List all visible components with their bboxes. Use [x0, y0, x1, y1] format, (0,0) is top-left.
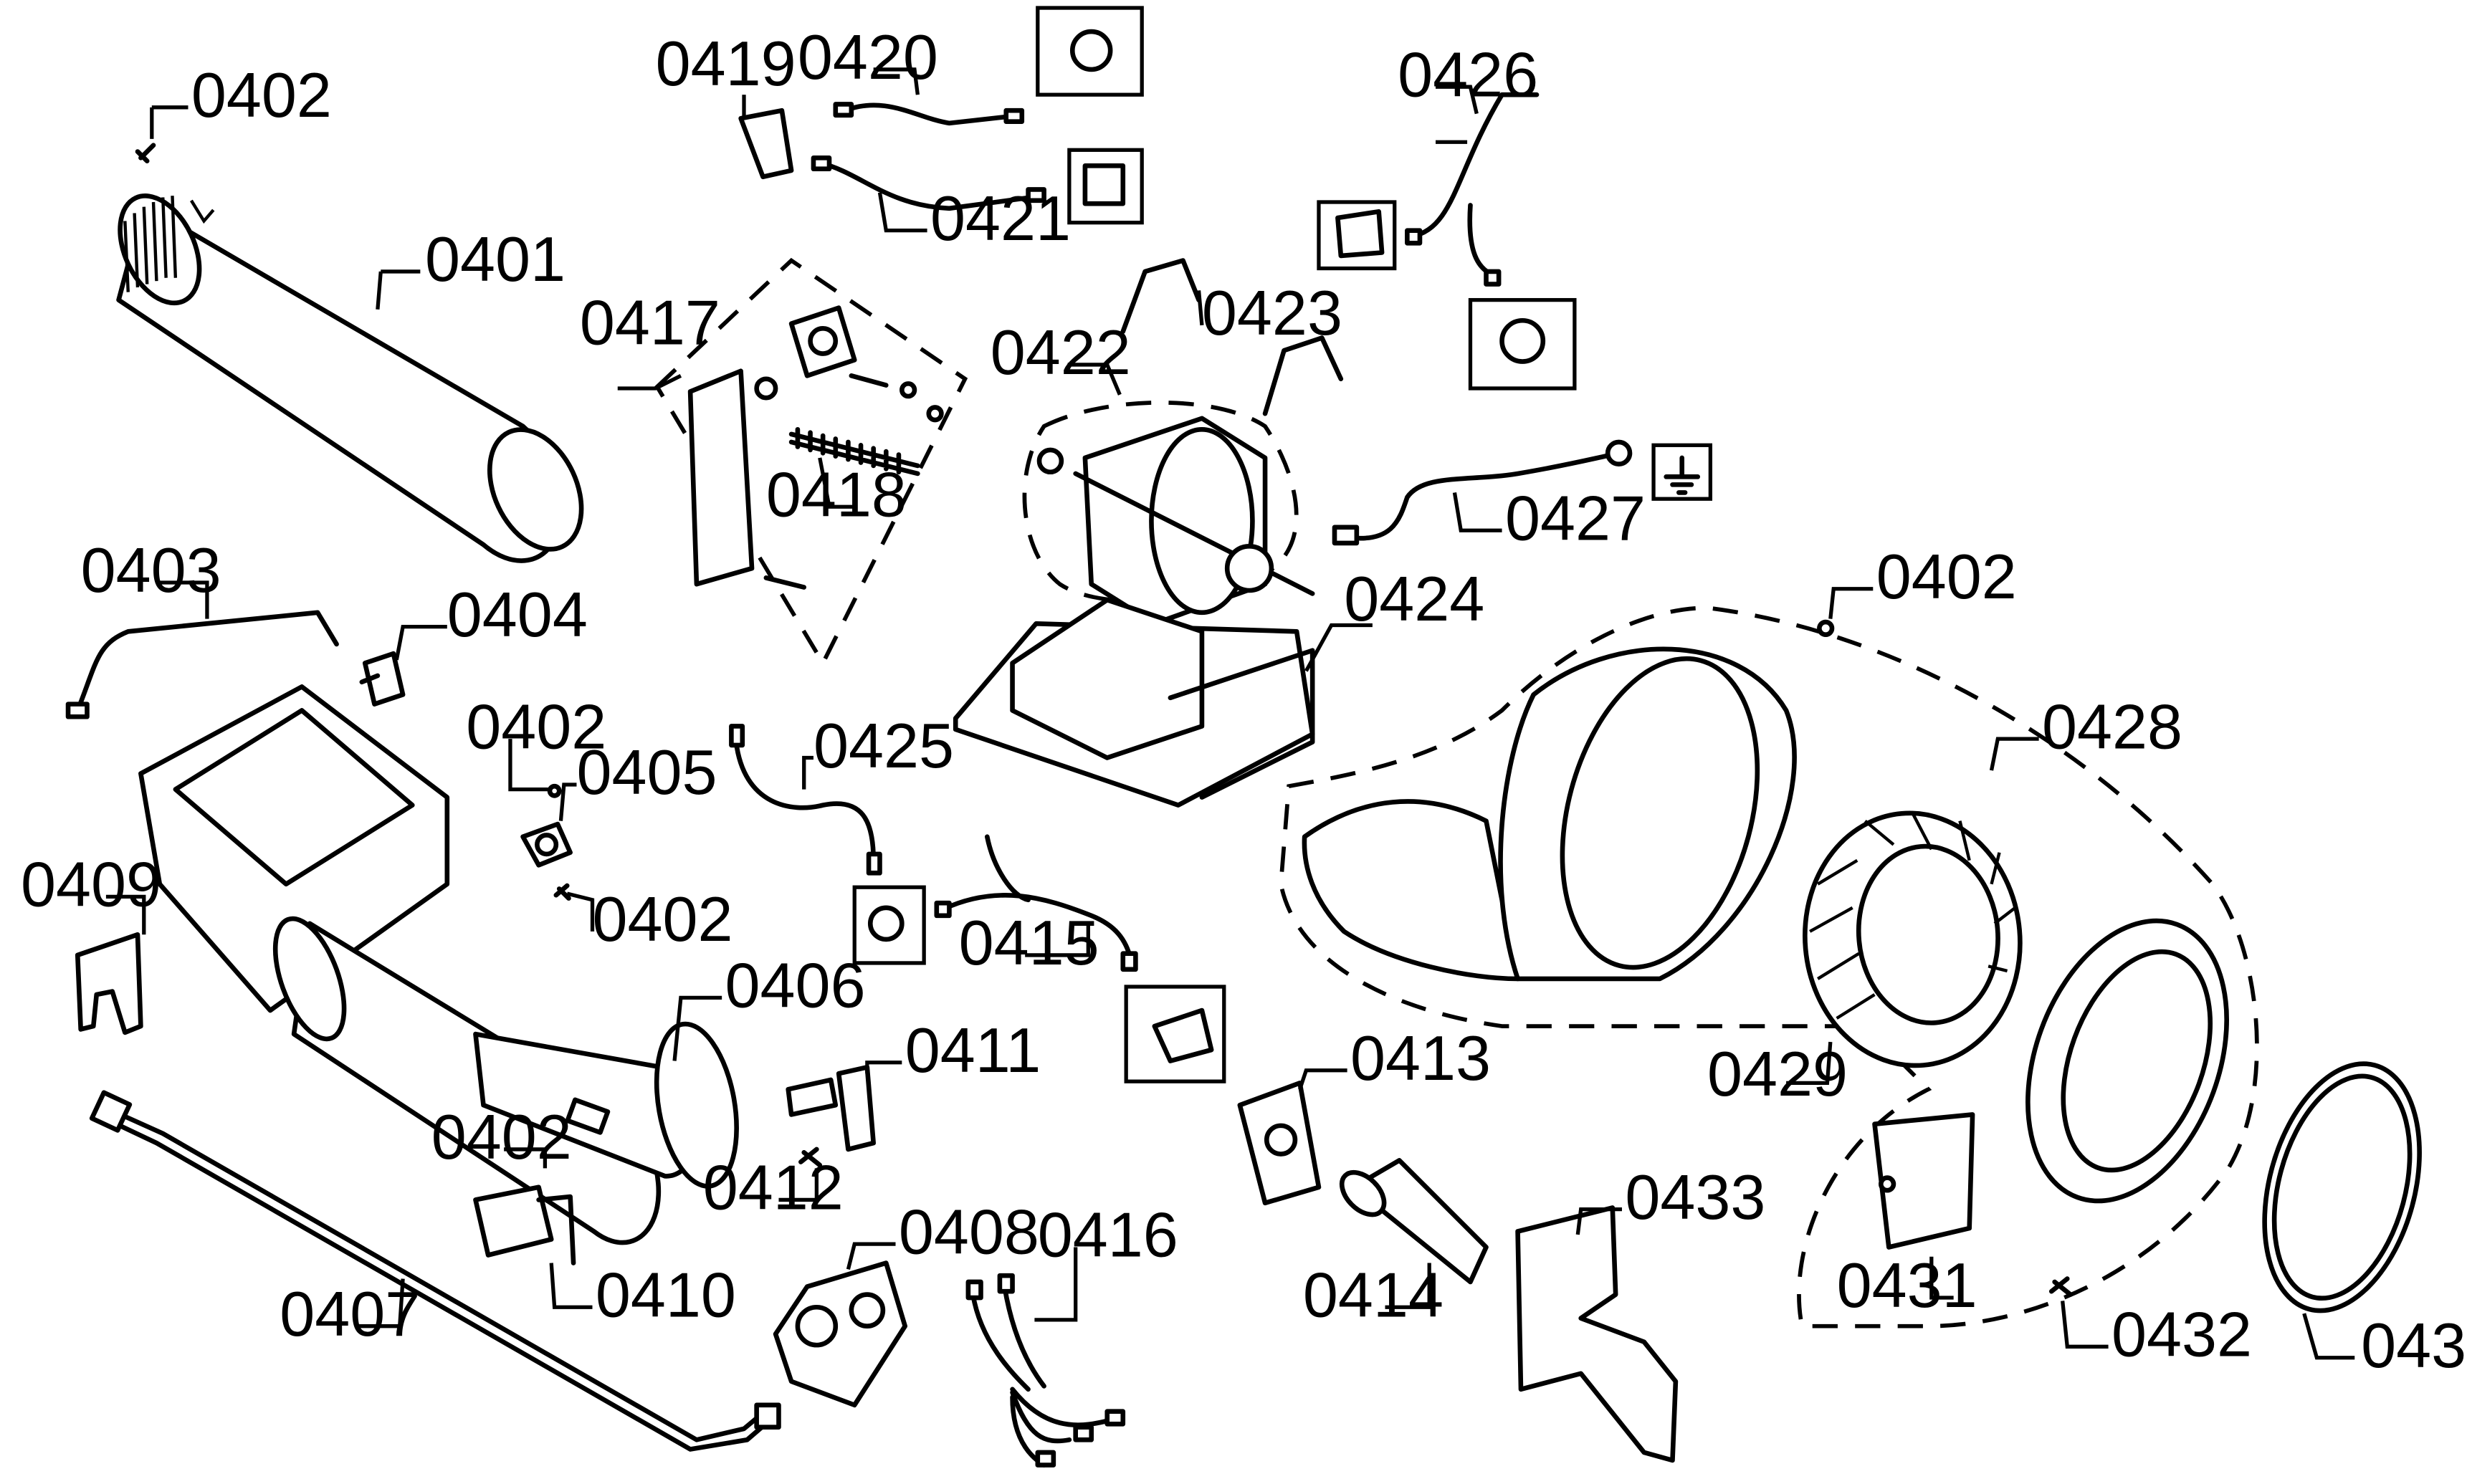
label-0411: 0411 [905, 1015, 1041, 1086]
part-0408-gas-valve [773, 1260, 908, 1408]
label-0402-b: 0402 [1876, 541, 2017, 612]
label-0407: 0407 [280, 1278, 420, 1349]
part-0428-blower-housing [1279, 605, 2259, 1329]
label-0426: 0426 [1398, 39, 1538, 110]
part-0411-igniter [786, 1065, 876, 1152]
label-0422: 0422 [991, 317, 1131, 388]
part-0409-bracket [75, 932, 143, 1035]
part-0431-front-housing [1872, 918, 2229, 1250]
label-0431: 0431 [1837, 1250, 1977, 1321]
label-0410: 0410 [596, 1259, 736, 1330]
leader-lines [105, 67, 2355, 1360]
label-0412: 0412 [703, 1152, 844, 1223]
part-0420-wire [833, 6, 1144, 126]
label-0409: 0409 [21, 849, 161, 920]
screw-0402-d [553, 883, 571, 901]
part-0425-harness [729, 724, 882, 876]
label-0403: 0403 [81, 535, 221, 605]
part-0426-harness [1317, 92, 1577, 391]
screw-0402-b [1817, 619, 1835, 637]
part-0419-switch [738, 107, 794, 180]
part-0415-harness [852, 834, 1226, 1083]
part-0401-exhaust-duct [116, 193, 584, 563]
label-0405: 0405 [576, 737, 717, 808]
part-0430-ring [2262, 1061, 2422, 1313]
part-0422-motor [1022, 401, 1315, 626]
part-0406-burner-housing [138, 684, 739, 1245]
label-0419: 0419 [656, 28, 796, 99]
part-0413-bracket [1237, 1081, 1322, 1206]
label-0402-a: 0402 [191, 59, 332, 130]
part-0410-coil [473, 1184, 576, 1265]
label-0417: 0417 [580, 287, 720, 358]
label-0433: 0433 [1625, 1162, 1765, 1232]
label-0429: 0429 [1707, 1038, 1848, 1109]
part-0433-bracket [1515, 1205, 1679, 1463]
label-0427: 0427 [1505, 482, 1646, 553]
part-0418-idler-spring [788, 426, 920, 477]
label-0402-e: 0402 [431, 1101, 572, 1172]
label-0404: 0404 [447, 579, 588, 650]
part-0416-harness [965, 1273, 1126, 1468]
label-0432: 0432 [2111, 1299, 2252, 1370]
label-0401: 0401 [425, 224, 566, 295]
label-0414: 0414 [1303, 1259, 1444, 1330]
label-0423: 0423 [1202, 277, 1342, 348]
part-0424-motor-mount [953, 597, 1315, 808]
label-0415: 0415 [959, 907, 1099, 978]
part-0427-ground-wire [1332, 439, 1713, 546]
part-0405-flame-sensor [520, 821, 573, 868]
part-0403-wire-harness [65, 610, 339, 719]
label-0418: 0418 [766, 459, 907, 530]
screw-0402-a [135, 143, 156, 164]
label-0420: 0420 [798, 21, 938, 92]
part-0412-screw [798, 1146, 823, 1168]
part-0423-motor-clips [1120, 258, 1344, 416]
label-0424: 0424 [1344, 563, 1484, 634]
part-0404-sensor [359, 651, 406, 707]
screw-0402-c [547, 783, 562, 798]
part-0417-idler-assembly [654, 257, 968, 668]
label-0406: 0406 [725, 950, 866, 1021]
part-0414-heater [1339, 1158, 1489, 1285]
label-0421: 0421 [930, 183, 1071, 254]
part-0429-blower-wheel [1803, 810, 2023, 1068]
label-0428: 0428 [2042, 691, 2182, 762]
label-0413: 0413 [1350, 1023, 1491, 1093]
label-0402-c: 0402 [466, 691, 606, 762]
part-0407-gas-pipe [89, 1090, 781, 1452]
part-0432-screw [2048, 1276, 2073, 1297]
part-labels: 0402 0401 0417 0419 0420 0421 0422 0423 … [21, 21, 2467, 1381]
label-0416: 0416 [1038, 1200, 1178, 1270]
label-0425: 0425 [813, 710, 954, 781]
part-0421-wire [811, 148, 1144, 225]
label-0408: 0408 [899, 1196, 1039, 1267]
label-0402-d: 0402 [593, 884, 733, 954]
